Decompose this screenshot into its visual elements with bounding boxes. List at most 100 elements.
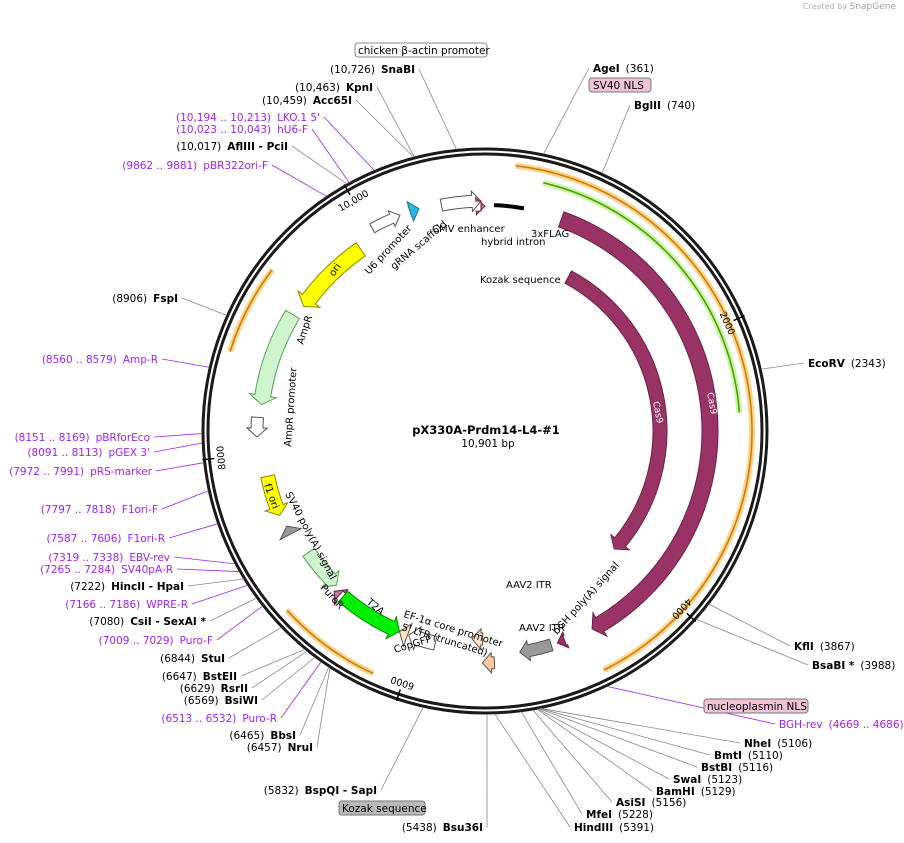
tick-mark (343, 184, 351, 196)
site-label: (8151 .. 8169)pBRforEco (15, 432, 150, 444)
site-leader (280, 661, 322, 719)
site-label: EcoRV(2343) (808, 358, 886, 370)
site-position: (6844) (160, 653, 195, 665)
kozak-box-label: Kozak sequence (342, 803, 427, 815)
site-name: KpnI (346, 82, 373, 94)
sv40-polya-label: SV40 poly(A) signal (282, 490, 338, 581)
site-name: (5129) (701, 786, 736, 798)
site-leader (761, 362, 805, 370)
site-name: CsiI - SexAI * (130, 616, 206, 628)
left-highlight-1-line (229, 269, 273, 352)
site-name: (5156) (651, 797, 686, 809)
site-leader (323, 116, 375, 171)
site-position: (10,194 .. 10,213) (176, 112, 271, 124)
site-name: (3988) (860, 660, 895, 672)
flag-label: 3xFLAG (531, 229, 569, 240)
site-position: (10,726) (330, 64, 375, 76)
site-name: Bsu36I (443, 822, 483, 834)
site-position: (7319 .. 7338) (48, 552, 123, 564)
cas9-inner-arrow (564, 270, 668, 551)
site-leader (228, 627, 282, 659)
site-position: (7797 .. 7818) (41, 504, 116, 516)
site-label: (10,459)Acc65I (262, 95, 352, 107)
site-name: Puro-F (180, 635, 213, 647)
site-leader (536, 708, 653, 792)
site-label: BsaBI * (3988) (812, 660, 895, 672)
site-leader (540, 708, 741, 744)
site-label: MfeI(5228) (586, 809, 653, 821)
site-label: BamHI (5129) (656, 786, 736, 798)
site-label: (10,023 .. 10,043)hU6-F (176, 124, 308, 136)
site-position: BsaBI * (812, 660, 855, 672)
site-name: Puro-R (242, 713, 277, 725)
site-position: HindIII (574, 822, 613, 834)
site-name: F1ori-F (122, 504, 158, 516)
feature-layer (227, 162, 755, 677)
site-name: hU6-F (277, 124, 308, 136)
site-position: (7972 .. 7991) (9, 466, 84, 478)
site-label: (5438)Bsu36I (402, 822, 483, 834)
f1-ori-arrow (260, 474, 289, 516)
site-leader (376, 86, 415, 158)
site-label: SwaI(5123) (673, 774, 742, 786)
site-leader (176, 568, 240, 572)
site-label: BstBI(5116) (701, 762, 773, 774)
site-position: (10,463) (295, 82, 340, 94)
site-label: (10,463) KpnI (295, 82, 373, 94)
site-name: AflIII - PciI (227, 141, 288, 153)
site-position: (6569) (184, 695, 219, 707)
site-position: (7587 .. 7606) (47, 533, 122, 545)
site-position: BmtI (714, 750, 742, 762)
site-leader (161, 490, 209, 510)
ampr-arrow (247, 309, 301, 406)
site-name: BsiWI (225, 695, 258, 707)
site-label: (8906)FspI (112, 293, 178, 305)
site-name: pBRforEco (96, 432, 150, 444)
cas9-inner-label: Cas9 (650, 401, 664, 425)
site-label: AsiSI(5156) (616, 797, 686, 809)
site-position: (5832) (264, 785, 299, 797)
tick-label: 6000 (389, 673, 415, 691)
site-position: (6513 .. 6532) (161, 713, 236, 725)
site-label: (7166 .. 7186)WPRE-R (65, 599, 188, 611)
site-position: (7009 .. 7029) (99, 635, 174, 647)
site-leader (355, 99, 414, 158)
site-position: KflI (794, 641, 814, 653)
left-highlight-2-line (286, 609, 374, 675)
kozak-inner-label: Kozak sequence (480, 275, 561, 286)
aav2-itr-label-2: AAV2 ITR (519, 623, 565, 634)
kozak-box (338, 800, 426, 816)
site-position: (7265 .. 7284) (40, 564, 115, 576)
site-label: (7265 .. 7284) SV40pA-R (40, 564, 173, 576)
site-label: (7319 .. 7338)EBV-rev (48, 552, 170, 564)
site-label: (7080)CsiI - SexAI * (89, 616, 206, 628)
site-name: SV40pA-R (121, 564, 173, 576)
site-leader (155, 462, 204, 472)
site-position: BstBI (701, 762, 732, 774)
site-position: NheI (744, 738, 771, 750)
site-name: pRS-marker (90, 466, 153, 478)
site-leader (316, 667, 331, 748)
site-name: WPRE-R (146, 599, 188, 611)
site-label: (6629)RsrII (180, 683, 248, 695)
site-name: (5123) (707, 774, 742, 786)
site-label: (7222)HincII - HpaI (70, 581, 184, 593)
t2a-box (333, 588, 349, 607)
site-position: (6457) (247, 742, 282, 754)
site-label: AgeI(361) (593, 63, 654, 75)
cas9-highlight-outer-line (515, 165, 753, 671)
tick-mark (202, 457, 215, 461)
site-position: BamHI (656, 786, 695, 798)
site-leader (494, 713, 571, 828)
site-name: Amp-R (123, 354, 158, 366)
site-position: (10,017) (176, 141, 221, 153)
site-leader (601, 104, 631, 174)
site-leader (696, 618, 809, 666)
site-label: (8091 .. 8113)pGEX 3' (27, 447, 150, 459)
site-position: (8560 .. 8579) (42, 354, 117, 366)
copgfp-arrow (337, 590, 401, 640)
site-leader (311, 128, 350, 183)
site-label: (6647)BstEII (162, 671, 237, 683)
site-label: (7587 .. 7606)F1ori-R (47, 533, 165, 545)
